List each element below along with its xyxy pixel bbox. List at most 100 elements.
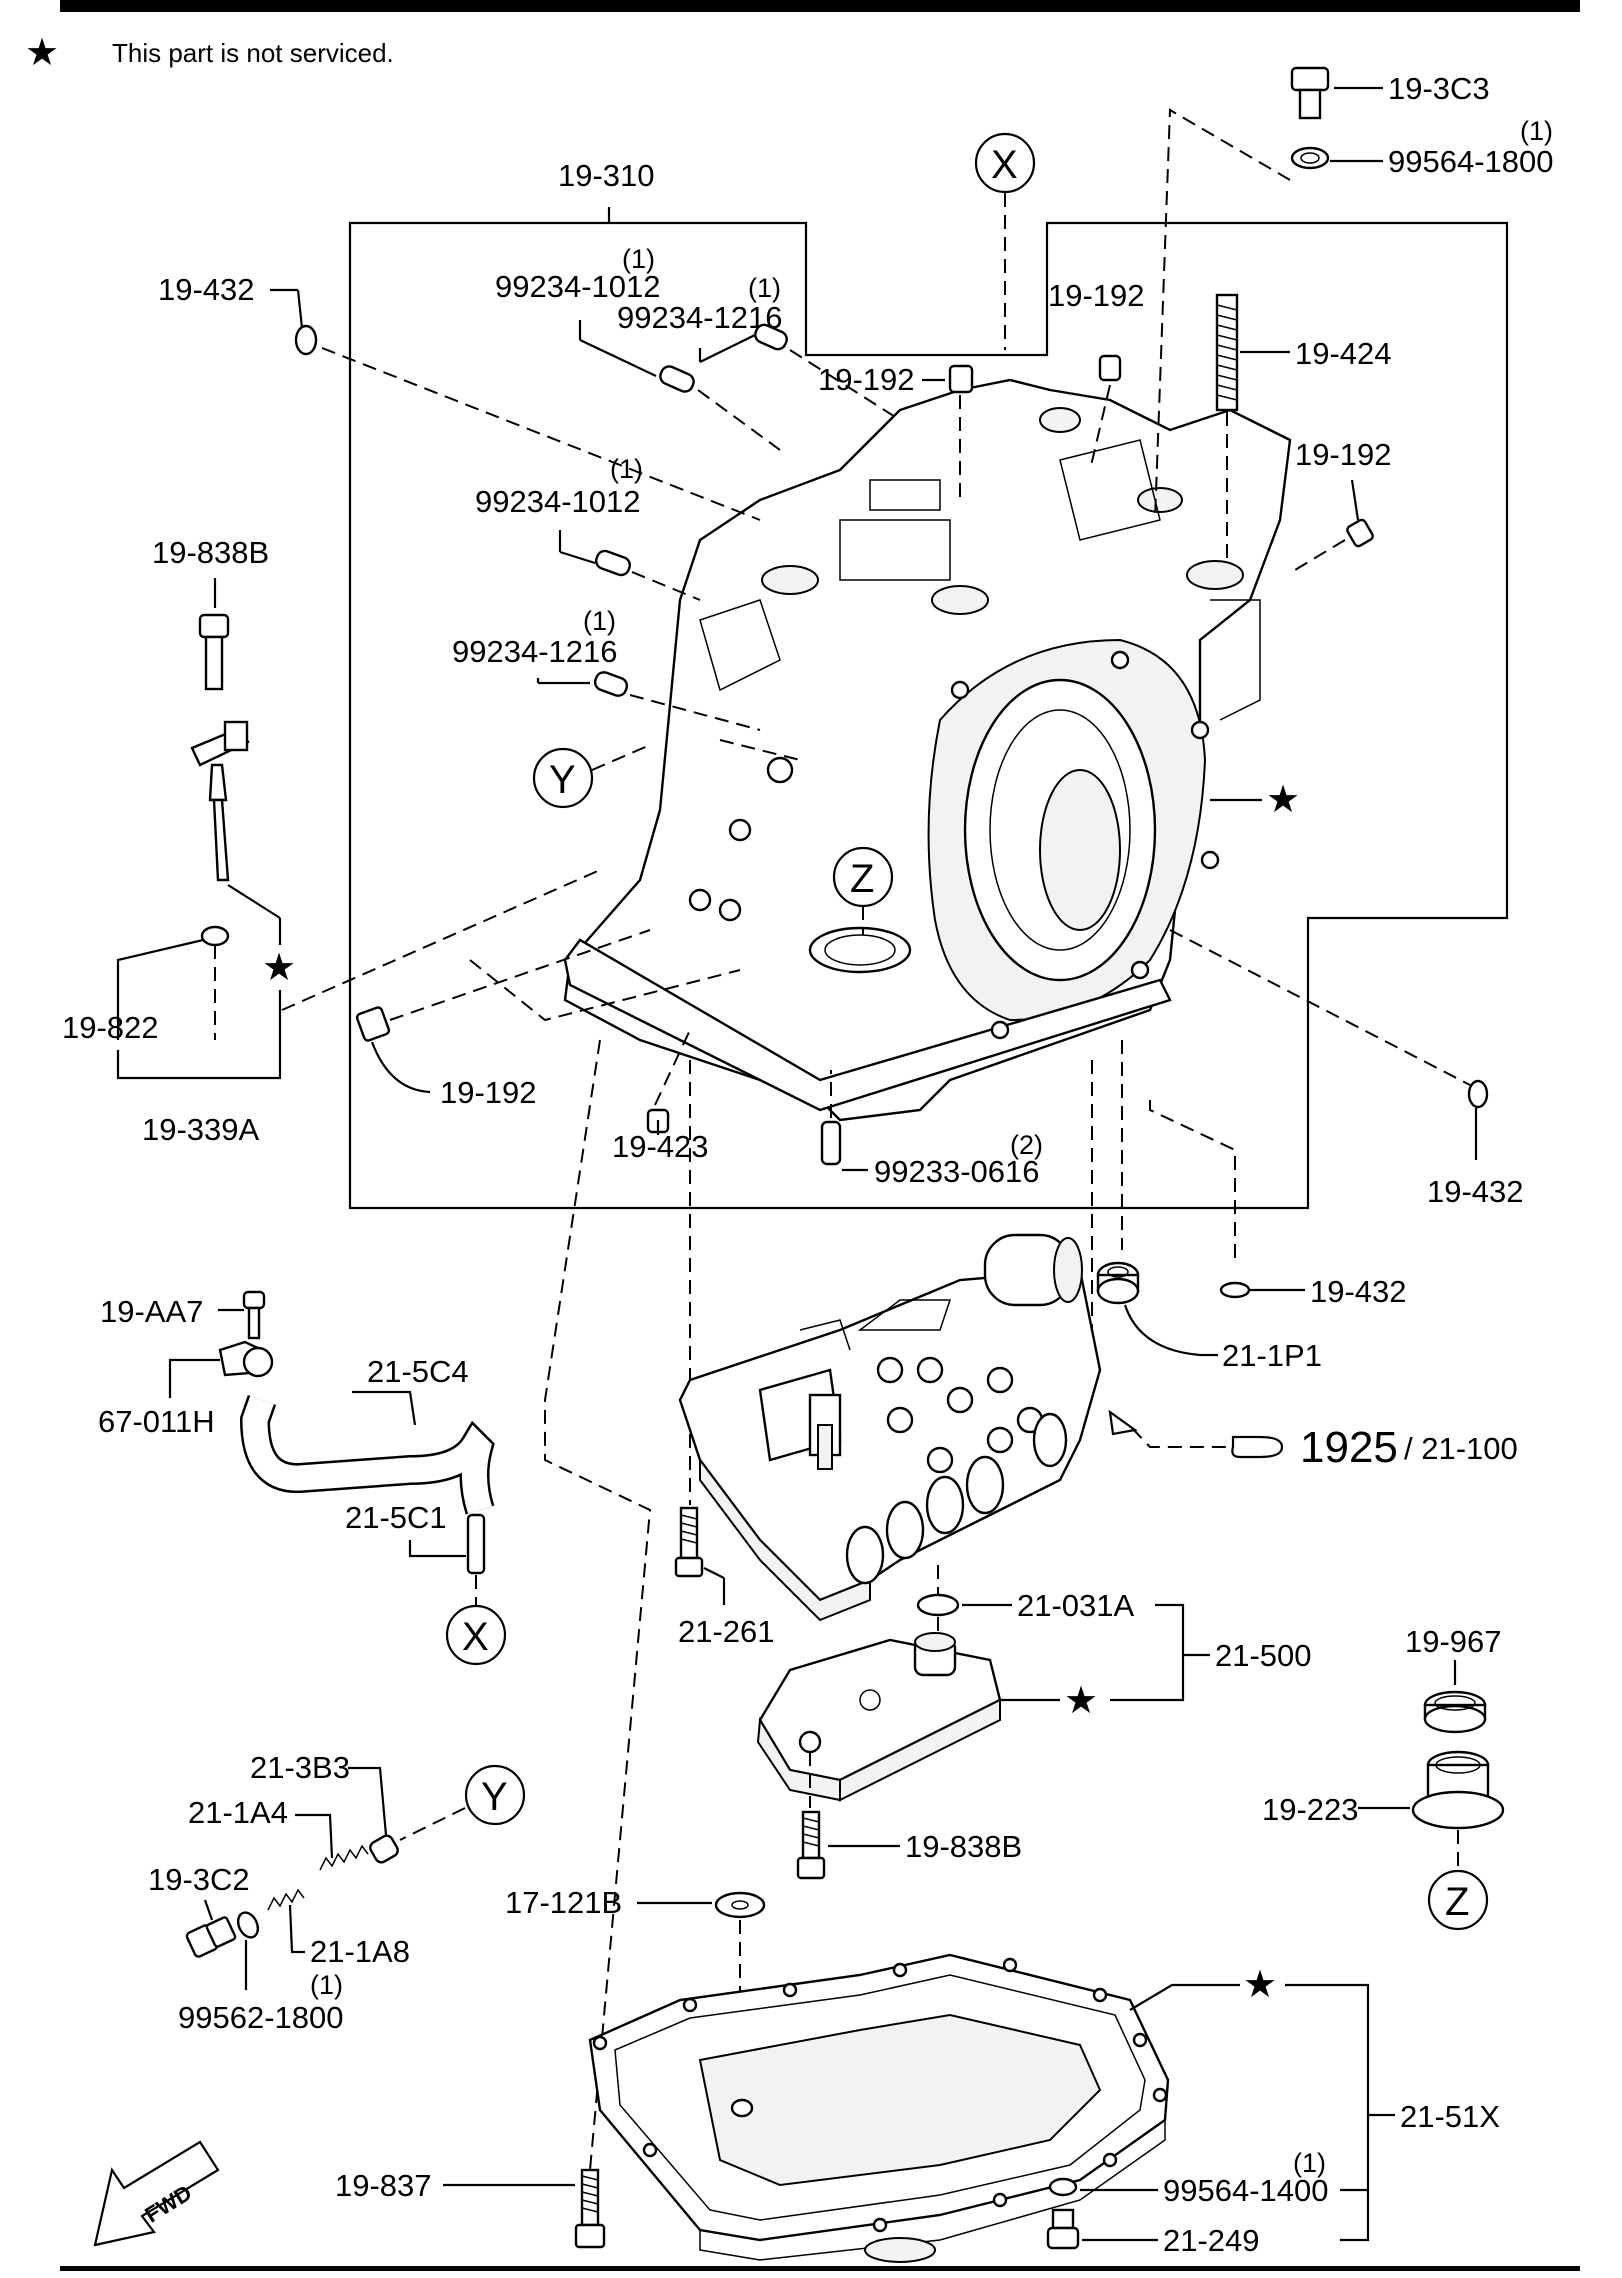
dash-bolt-19-837 — [544, 1039, 652, 2171]
plug-19-3C3 — [1290, 66, 1330, 170]
dash-dowel-b2 — [629, 694, 761, 731]
dash-dowel-b — [631, 571, 701, 601]
leader-19-339A — [116, 990, 282, 1080]
leader-19-192-c — [1350, 479, 1360, 521]
label-21-5C1: 21-5C1 — [345, 1500, 447, 1535]
stud-19-424 — [1215, 293, 1239, 412]
label-19-423: 19-423 — [612, 1129, 709, 1164]
bolt-19-AA7 — [242, 1290, 266, 1340]
label-19-192-c: 19-192 — [1295, 437, 1392, 472]
oring-19-432-a — [294, 324, 318, 356]
dash-y-bottom — [399, 1807, 466, 1841]
leader-21-1A4 — [295, 1813, 334, 1859]
label-19-838B-a: 19-838B — [152, 535, 269, 570]
dash-y-case2 — [719, 739, 801, 761]
label-99234-1216-b: 99234-1216 — [452, 634, 618, 669]
dash-ref — [1131, 1427, 1230, 1448]
washer-17-121B-hole — [731, 1900, 749, 1910]
drain-plug-21-249 — [1046, 2208, 1080, 2250]
label-21-5C4: 21-5C4 — [367, 1354, 469, 1389]
label-19-432-b: 19-432 — [1427, 1174, 1524, 1209]
dowel-99234-1012-a — [659, 365, 695, 393]
leader-star-pan — [1129, 1983, 1240, 2011]
callout-y-bottom-text: Y — [481, 1775, 508, 1819]
plug-19-3C2 — [185, 1916, 237, 1958]
clamp-19-967 — [1423, 1690, 1487, 1734]
label-19-838B-b: 19-838B — [905, 1829, 1022, 1864]
ref-1925[interactable]: 1925 — [1300, 1423, 1398, 1472]
callout-y-bottom — [464, 1764, 526, 1826]
dowel-99234-1012-b — [595, 549, 631, 577]
ref-arrow — [1108, 1409, 1138, 1436]
callout-x-bottom — [445, 1604, 507, 1666]
callout-x-top-text: X — [991, 143, 1018, 187]
leader-21-5C1 — [408, 1540, 466, 1558]
spring-21-1A8 — [267, 1888, 305, 1911]
callout-z-bottom — [1427, 1869, 1489, 1931]
label-19-339A: 19-339A — [142, 1112, 260, 1147]
label-99233-0616: 99233-0616 — [874, 1154, 1040, 1189]
dash-19-423 — [654, 1029, 691, 1106]
dash-y-case — [591, 744, 651, 771]
label-19-310: 19-310 — [558, 158, 655, 193]
label-19-837: 19-837 — [335, 2168, 432, 2203]
leader-21-5C4 — [352, 1390, 417, 1426]
top-border — [60, 0, 1580, 12]
hand-pointer-icon — [1231, 1435, 1284, 1459]
oil-strainer-21-500 — [756, 1632, 1002, 1802]
callout-x-bottom-text: X — [462, 1615, 489, 1659]
leader-21-1P1 — [1123, 1304, 1218, 1357]
leader-67-011H — [168, 1358, 220, 1398]
callout-y-case — [532, 747, 594, 809]
spring-21-1A4 — [319, 1844, 369, 1871]
washer-17-121B — [714, 1891, 766, 1919]
seal-19-223 — [1411, 1750, 1505, 1830]
bolt-19-838B-b — [796, 1810, 826, 1880]
fwd-arrow-icon: FWD — [93, 2140, 220, 2247]
label-19-3C3: 19-3C3 — [1388, 71, 1490, 106]
plug-19-192-b — [1098, 354, 1122, 382]
dash-19-432-a — [321, 347, 761, 521]
leader-21-3B3 — [348, 1766, 388, 1836]
leader-21-1A8 — [288, 1904, 305, 1954]
label-21-261: 21-261 — [678, 1614, 775, 1649]
dash-dowel-a2 — [697, 389, 781, 451]
label-21-031A: 21-031A — [1017, 1588, 1135, 1623]
leader-19-192-d — [370, 1041, 431, 1094]
dash-19-432-b — [1169, 929, 1471, 1086]
dash-dipstick-2 — [281, 869, 601, 1011]
qty-99234-1216-b: (1) — [583, 606, 616, 636]
leader-star-dip — [227, 884, 281, 919]
label-21-500: 21-500 — [1215, 1638, 1312, 1673]
leader-21-261 — [703, 1567, 725, 1579]
dowel-99234-1216-b — [593, 671, 629, 697]
leader-19-432-a2 — [296, 289, 304, 329]
qty-99234-1012-b: (1) — [610, 454, 643, 484]
label-99234-1012-b: 99234-1012 — [475, 484, 641, 519]
label-19-192-a: 19-192 — [818, 362, 915, 397]
bracket-21-51X — [1285, 1983, 1370, 2242]
case-group-frame — [348, 221, 1509, 1210]
bracket-21-500 — [1110, 1603, 1185, 1702]
label-19-432-c: 19-432 — [1310, 1274, 1407, 1309]
leader-99234-1216-a2 — [699, 334, 756, 363]
note-text: This part is not serviced. — [112, 38, 394, 68]
oring-21-031A — [916, 1593, 960, 1617]
dash-19-192-d2 — [469, 959, 741, 1022]
dash-19-192-d — [389, 929, 651, 1021]
label-19-192-b: 19-192 — [1048, 278, 1145, 313]
label-19-432-a: 19-432 — [158, 272, 255, 307]
note-star: ★ — [25, 32, 59, 74]
transmission-case — [563, 378, 1292, 1122]
label-19-AA7: 19-AA7 — [100, 1294, 203, 1329]
label-19-192-d: 19-192 — [440, 1075, 537, 1110]
qty-99234-1012-a: (1) — [622, 244, 655, 274]
label-17-121B: 17-121B — [505, 1885, 622, 1920]
callout-z-case-text: Z — [850, 857, 874, 901]
oring-19-432-b — [1467, 1079, 1489, 1109]
dash-19-3C3 — [1154, 108, 1291, 521]
callout-z-bottom-text: Z — [1445, 1880, 1469, 1924]
leader-19-822 — [116, 938, 204, 1040]
dash-19-192-c — [1294, 539, 1346, 571]
